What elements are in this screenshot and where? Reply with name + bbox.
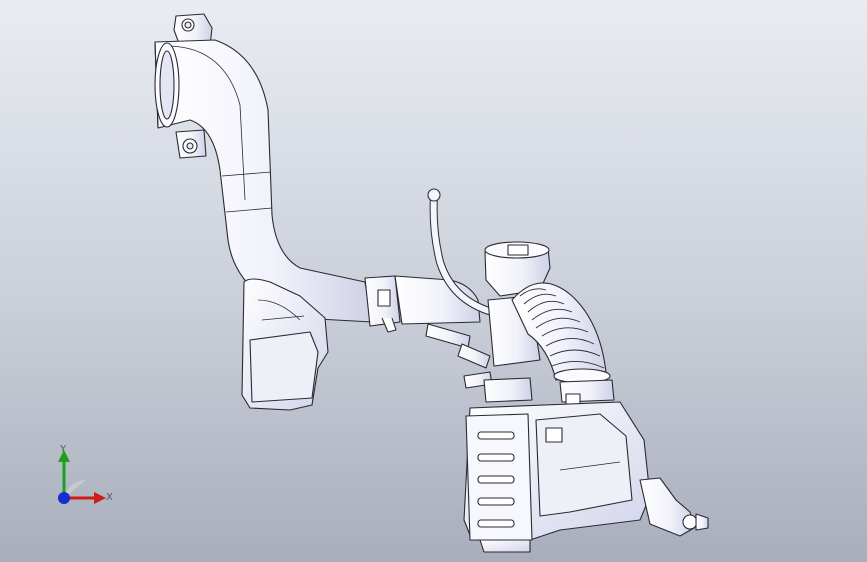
drain-outlet [639,477,709,537]
z-axis-dot [58,492,70,504]
lower-clamps [483,377,615,405]
corrugated-bellows [511,282,611,384]
x-axis-arrow [94,492,106,504]
air-intake-assembly[interactable] [154,13,709,553]
inlet-snorkel-duct [154,39,373,323]
coordinate-triad: Y X [58,444,113,504]
filter-grille-slots [477,431,515,528]
y-axis-label: Y [59,444,67,455]
x-axis-label: X [106,492,113,503]
air-filter-housing [463,401,651,553]
y-axis-arrow [58,450,70,462]
side-nipples [425,323,493,389]
inlet-lower-bracket [175,129,207,159]
mid-coupling [364,275,481,333]
vent-hose [427,188,494,316]
triad-arc [64,479,86,498]
resonator-chamber [241,278,329,411]
